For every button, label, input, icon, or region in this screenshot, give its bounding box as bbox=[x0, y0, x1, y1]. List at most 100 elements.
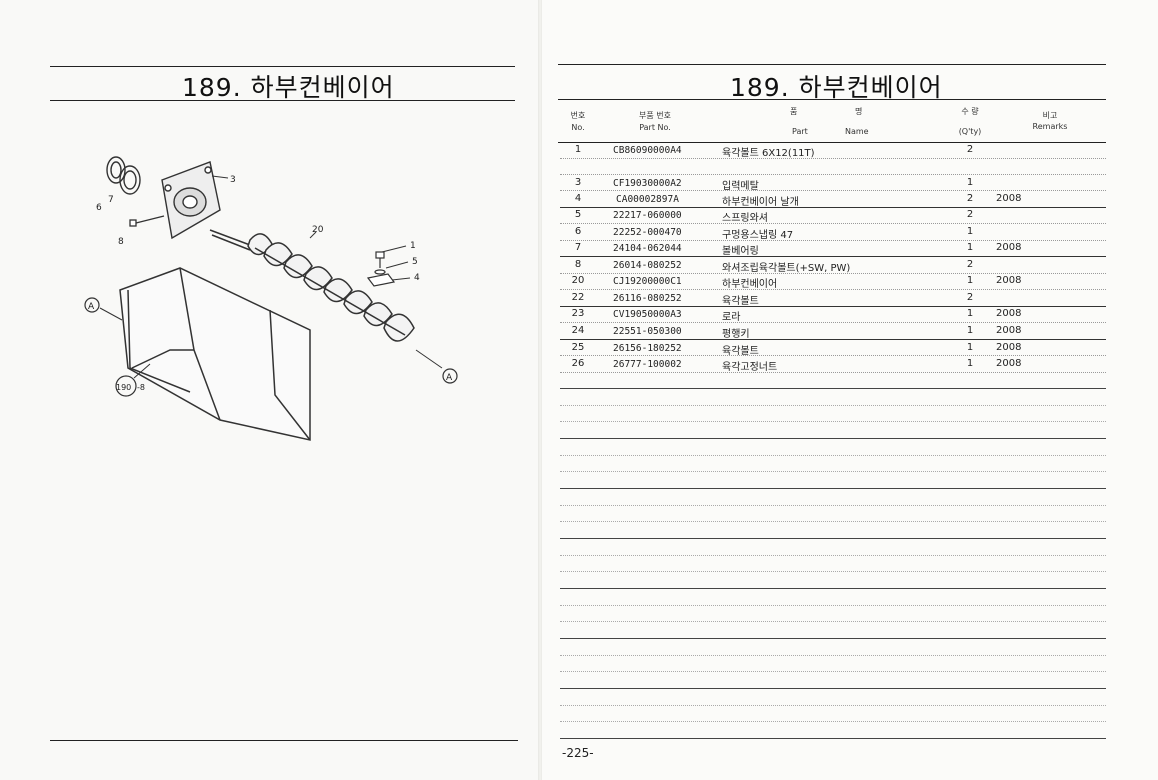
row-part-name: 평행키 bbox=[722, 329, 750, 340]
row-qty: 2 bbox=[966, 209, 974, 220]
callout-a-left: A bbox=[88, 302, 95, 312]
row-separator bbox=[560, 190, 1106, 191]
row-separator bbox=[560, 289, 1106, 290]
empty-row-line bbox=[560, 721, 1106, 722]
row-separator bbox=[560, 306, 1106, 307]
small-bolt-plate-part bbox=[366, 251, 396, 287]
empty-row-line bbox=[560, 688, 1106, 689]
right-page bbox=[540, 0, 1158, 780]
row-qty: 1 bbox=[966, 325, 974, 336]
callout-20: 20 bbox=[312, 225, 324, 235]
row-part-number: CB86090000A4 bbox=[613, 145, 682, 156]
header-no-en: No. bbox=[571, 123, 585, 132]
row-part-name: 하부컨베이어 날개 bbox=[722, 197, 799, 208]
row-qty: 1 bbox=[966, 226, 974, 237]
row-part-name: 스프링와셔 bbox=[722, 213, 768, 224]
header-name-en-1: Part bbox=[792, 127, 808, 136]
row-part-number: 26116-080252 bbox=[613, 293, 682, 304]
row-part-name: 육각고정너트 bbox=[722, 362, 778, 373]
row-remark: 2008 bbox=[996, 342, 1022, 353]
row-remark: 2008 bbox=[996, 325, 1022, 336]
exploded-parts-diagram: 6 7 8 3 20 1 5 4 A A 190 -8 bbox=[84, 156, 458, 441]
empty-row-line bbox=[560, 505, 1106, 506]
row-remark: 2008 bbox=[996, 193, 1022, 204]
row-part-name: 로라 bbox=[722, 312, 741, 323]
page-fold bbox=[538, 0, 542, 780]
row-qty: 2 bbox=[966, 292, 974, 303]
row-no: 4 bbox=[574, 193, 582, 204]
page-number: -225- bbox=[562, 746, 594, 760]
row-separator bbox=[560, 256, 1106, 257]
callout-4: 4 bbox=[414, 273, 420, 283]
callout-a-right: A bbox=[446, 373, 453, 383]
header-qty-en: (Q'ty) bbox=[958, 127, 982, 136]
row-remark: 2008 bbox=[996, 308, 1022, 319]
empty-row-line bbox=[560, 588, 1106, 589]
bolt-part bbox=[129, 215, 165, 227]
row-separator bbox=[560, 355, 1106, 356]
row-part-number: 26156-180252 bbox=[613, 343, 682, 354]
row-separator bbox=[560, 240, 1106, 241]
reference-suffix: -8 bbox=[137, 383, 145, 392]
row-part-name: 육각볼트 6X12(11T) bbox=[722, 148, 815, 159]
empty-row-line bbox=[560, 471, 1106, 472]
right-page-title: 189. 하부컨베이어 bbox=[730, 73, 943, 102]
row-part-number: 24104-062044 bbox=[613, 243, 682, 254]
callout-3: 3 bbox=[230, 175, 236, 185]
row-no: 22 bbox=[571, 292, 585, 303]
empty-row-line bbox=[560, 455, 1106, 456]
row-qty: 1 bbox=[966, 308, 974, 319]
row-no: 7 bbox=[574, 242, 582, 253]
row-part-name: 하부컨베이어 bbox=[722, 279, 778, 290]
row-no: 8 bbox=[574, 259, 582, 270]
row-separator bbox=[560, 322, 1106, 323]
row-part-name: 육각볼트 bbox=[722, 346, 759, 357]
left-title-top-rule bbox=[50, 66, 515, 67]
empty-row-line bbox=[560, 638, 1106, 639]
row-part-number: 26014-080252 bbox=[613, 260, 682, 271]
bearing-housing-part bbox=[161, 161, 221, 240]
row-qty: 1 bbox=[966, 342, 974, 353]
row-part-number: 22217-060000 bbox=[613, 210, 682, 221]
empty-row-line bbox=[560, 555, 1106, 556]
callout-5: 5 bbox=[412, 257, 418, 267]
row-part-name: 와셔조립육각볼트(+SW, PW) bbox=[722, 263, 851, 274]
empty-row-line bbox=[560, 521, 1106, 522]
row-remark: 2008 bbox=[996, 242, 1022, 253]
row-part-number: CV19050000A3 bbox=[613, 309, 682, 320]
right-title-bottom-rule bbox=[558, 99, 1106, 100]
row-no: 26 bbox=[571, 358, 585, 369]
arrow-marker-a-right bbox=[442, 368, 458, 384]
header-name-ko-2: 명 bbox=[855, 107, 863, 116]
row-part-name: 육각볼트 bbox=[722, 296, 759, 307]
left-page-title: 189. 하부컨베이어 bbox=[182, 73, 395, 102]
empty-row-line bbox=[560, 488, 1106, 489]
row-no: 24 bbox=[571, 325, 585, 336]
empty-row-line bbox=[560, 438, 1106, 439]
reference-circle bbox=[115, 375, 137, 397]
header-qty-ko: 수 량 bbox=[961, 107, 979, 116]
table-header-rule bbox=[558, 142, 1106, 143]
row-no: 23 bbox=[571, 308, 585, 319]
row-no: 25 bbox=[571, 342, 585, 353]
empty-row-line bbox=[560, 405, 1106, 406]
empty-row-line bbox=[560, 571, 1106, 572]
row-part-number: CJ19200000C1 bbox=[613, 276, 682, 287]
row-part-name: 구멍용스냅링 47 bbox=[722, 230, 794, 241]
header-remarks-ko: 비고 bbox=[1042, 111, 1058, 120]
callout-1: 1 bbox=[410, 241, 416, 251]
arrow-marker-a-left bbox=[84, 297, 100, 313]
row-remark: 2008 bbox=[996, 358, 1022, 369]
row-separator bbox=[560, 174, 1106, 175]
empty-row-line bbox=[560, 605, 1106, 606]
seal-ring-part bbox=[106, 156, 141, 195]
row-separator bbox=[560, 273, 1106, 274]
empty-row-line bbox=[560, 655, 1106, 656]
row-qty: 1 bbox=[966, 358, 974, 369]
header-part-en: Part No. bbox=[639, 123, 671, 132]
row-separator bbox=[560, 372, 1106, 373]
header-remarks-en: Remarks bbox=[1032, 122, 1068, 131]
row-separator bbox=[560, 158, 1106, 159]
row-part-name: 볼베어링 bbox=[722, 246, 759, 257]
header-name-ko-1: 품 bbox=[790, 107, 798, 116]
